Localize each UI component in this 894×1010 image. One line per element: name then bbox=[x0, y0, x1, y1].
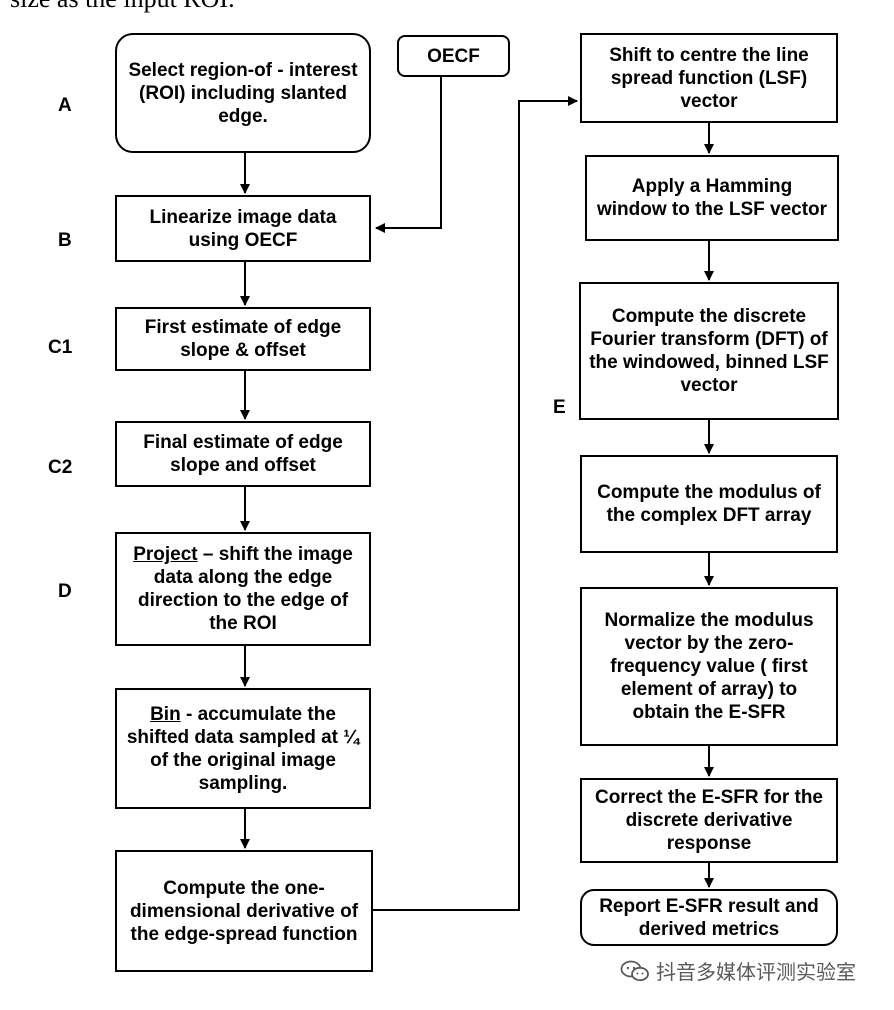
box-shift-lsf: Shift to centre the line spread function… bbox=[580, 33, 838, 123]
label-a: A bbox=[58, 95, 72, 116]
box-linearize: Linearize image data using OECF bbox=[115, 195, 371, 262]
project-text: Project – shift the image data along the… bbox=[125, 543, 361, 635]
box-dft: Compute the discrete Fourier transform (… bbox=[579, 282, 839, 420]
bin-text: Bin - accumulate the shifted data sample… bbox=[125, 703, 361, 795]
bin-rest: - accumulate the shifted data sampled at… bbox=[126, 703, 360, 794]
box-derivative: Compute the one-dimensional derivative o… bbox=[115, 850, 373, 972]
arrow-derivative-to-shift bbox=[373, 96, 578, 911]
box-oecf: OECF bbox=[397, 35, 510, 77]
wechat-icon bbox=[620, 960, 649, 981]
label-c2: C2 bbox=[48, 457, 73, 478]
box-project: Project – shift the image data along the… bbox=[115, 532, 371, 646]
box-final-estimate: Final estimate of edge slope and offset bbox=[115, 421, 371, 487]
box-hamming: Apply a Hamming window to the LSF vector bbox=[585, 155, 839, 241]
top-text-strip: size as the input ROI. bbox=[0, 0, 894, 30]
arrow-oecf-to-linearize bbox=[375, 77, 442, 233]
box-normalize: Normalize the modulus vector by the zero… bbox=[580, 587, 838, 746]
label-c1: C1 bbox=[48, 337, 73, 358]
watermark: 抖音多媒体评测实验室 bbox=[620, 956, 856, 985]
box-bin: Bin - accumulate the shifted data sample… bbox=[115, 688, 371, 809]
box-modulus: Compute the modulus of the complex DFT a… bbox=[580, 455, 838, 553]
label-d: D bbox=[58, 581, 72, 602]
box-select-roi: Select region-of - interest (ROI) includ… bbox=[115, 33, 371, 153]
watermark-text: 抖音多媒体评测实验室 bbox=[656, 960, 856, 984]
project-rest: – shift the image data along the edge di… bbox=[137, 544, 353, 634]
bin-lead: Bin bbox=[150, 703, 181, 725]
box-correct: Correct the E-SFR for the discrete deriv… bbox=[580, 778, 838, 863]
label-e: E bbox=[553, 397, 566, 418]
top-strip-text: size as the input ROI. bbox=[10, 0, 235, 14]
box-first-estimate: First estimate of edge slope & offset bbox=[115, 307, 371, 371]
project-lead: Project bbox=[133, 544, 198, 565]
label-b: B bbox=[58, 230, 72, 251]
box-report: Report E-SFR result and derived metrics bbox=[580, 889, 838, 946]
